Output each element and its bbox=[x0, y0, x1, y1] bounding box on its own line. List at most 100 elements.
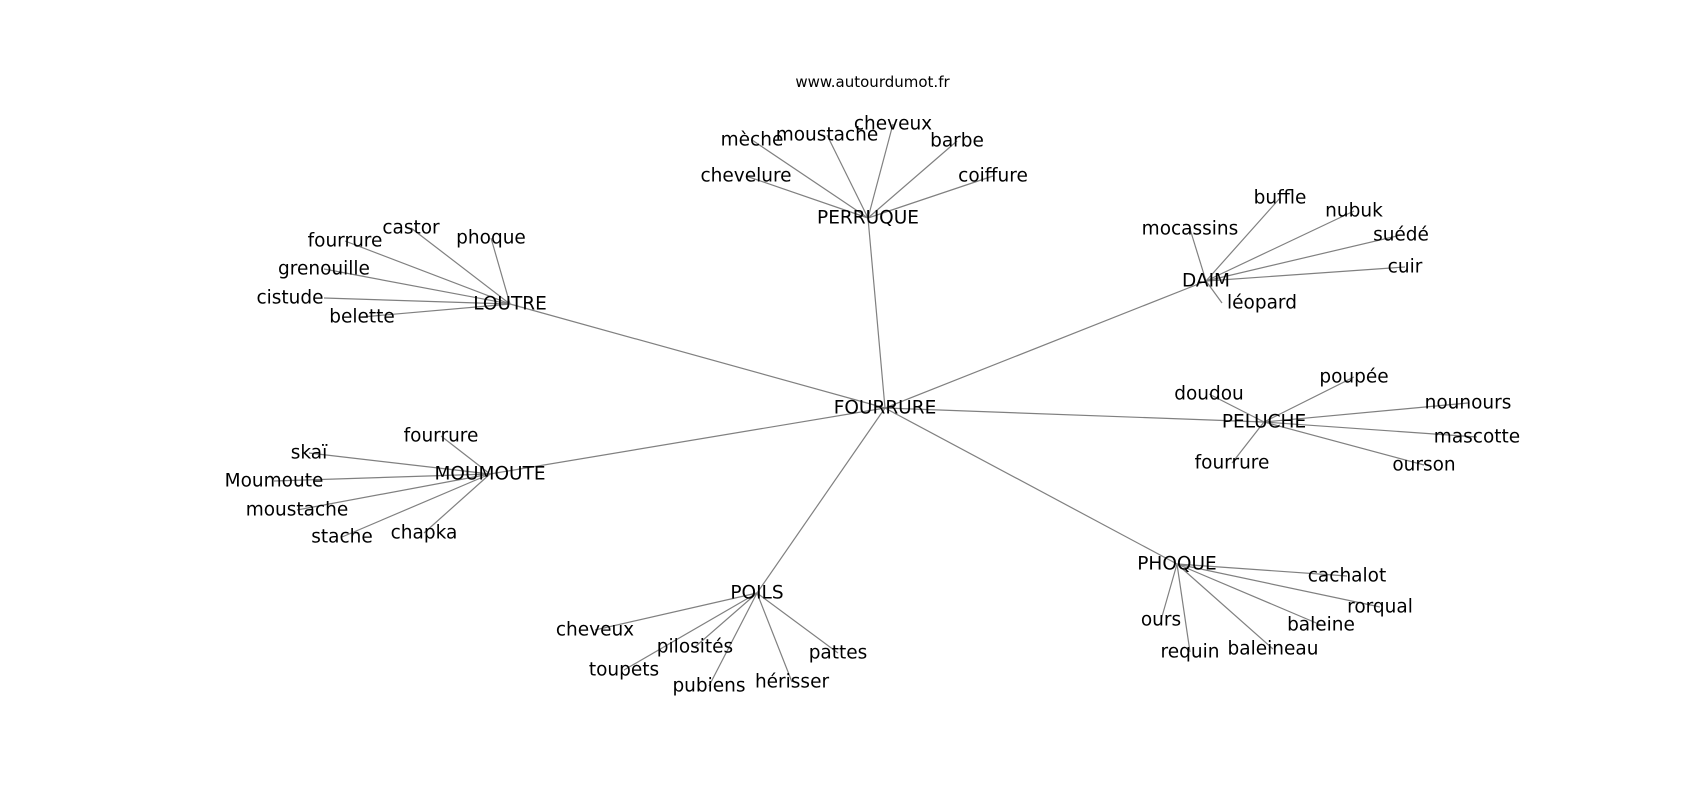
edge-daim-word-1 bbox=[1205, 210, 1355, 282]
edge-moumoute-word-0 bbox=[440, 435, 491, 475]
word-node-label: mascotte bbox=[1434, 427, 1520, 448]
word-node-label: cheveux bbox=[854, 114, 932, 135]
edge-loutre-word-4 bbox=[323, 297, 511, 305]
edge-phoque-word-4 bbox=[1176, 563, 1274, 650]
edge-perruque-word-4 bbox=[745, 175, 869, 219]
word-node-label: fourrure bbox=[1195, 453, 1270, 474]
edge-poils-word-0 bbox=[594, 592, 758, 631]
edge-loutre-word-3 bbox=[323, 268, 511, 305]
word-node-label: baleineau bbox=[1228, 639, 1319, 660]
edge-center-poils bbox=[756, 407, 886, 594]
word-node-label: stache bbox=[311, 527, 373, 548]
edge-peluche-word-5 bbox=[1263, 421, 1425, 466]
edge-daim-word-0 bbox=[1205, 197, 1281, 282]
word-node-label: nounours bbox=[1425, 393, 1512, 414]
word-node-label: rorqual bbox=[1347, 597, 1413, 618]
edge-daim-word-3 bbox=[1205, 234, 1402, 282]
edge-poils-word-4 bbox=[708, 592, 758, 687]
edge-poils-word-1 bbox=[694, 592, 758, 648]
edge-perruque-word-3 bbox=[867, 140, 958, 219]
word-node-label: fourrure bbox=[404, 426, 479, 447]
edge-phoque-word-2 bbox=[1160, 563, 1178, 621]
word-node-label: barbe bbox=[930, 131, 984, 152]
edge-peluche-word-1 bbox=[1208, 393, 1265, 423]
edge-phoque-word-0 bbox=[1176, 563, 1348, 577]
graph-labels: FOURRUREPERRUQUEmèchemoustachecheveuxbar… bbox=[225, 114, 1521, 697]
edge-peluche-word-2 bbox=[1263, 402, 1469, 423]
word-node-label: chapka bbox=[391, 523, 458, 544]
word-node-label: requin bbox=[1161, 642, 1220, 663]
edge-center-loutre bbox=[509, 303, 886, 409]
hub-node-label: POILS bbox=[730, 583, 783, 604]
word-node-label: fourrure bbox=[308, 231, 383, 252]
center-node-label: FOURRURE bbox=[834, 398, 937, 419]
hub-node-label: DAIM bbox=[1182, 271, 1230, 292]
edge-peluche-word-4 bbox=[1231, 421, 1265, 464]
word-node-label: grenouille bbox=[278, 259, 370, 280]
edge-peluche-word-3 bbox=[1263, 421, 1478, 438]
edge-center-daim bbox=[884, 280, 1207, 409]
word-node-label: cistude bbox=[256, 288, 323, 309]
hub-node-label: MOUMOUTE bbox=[434, 464, 545, 485]
word-node-label: cachalot bbox=[1308, 566, 1386, 587]
word-node-label: doudou bbox=[1174, 384, 1244, 405]
edge-peluche-word-0 bbox=[1263, 376, 1355, 423]
edge-moumoute-word-2 bbox=[273, 473, 491, 482]
edge-perruque-word-2 bbox=[867, 123, 894, 219]
graph-edges bbox=[273, 123, 1478, 687]
hub-node-label: PELUCHE bbox=[1222, 412, 1306, 433]
edge-loutre-word-0 bbox=[410, 227, 511, 305]
edge-phoque-word-3 bbox=[1176, 563, 1322, 626]
word-node-label: pubiens bbox=[672, 676, 745, 697]
site-url: www.autourdumot.fr bbox=[795, 73, 950, 91]
edge-loutre-word-1 bbox=[490, 237, 511, 305]
edge-loutre-word-5 bbox=[361, 303, 511, 318]
word-node-label: moustache bbox=[776, 125, 879, 146]
word-node-label: poupée bbox=[1319, 367, 1388, 388]
word-node-label: phoque bbox=[456, 228, 526, 249]
word-node-label: baleine bbox=[1287, 615, 1355, 636]
word-node-label: castor bbox=[382, 218, 440, 239]
hub-node-label: PERRUQUE bbox=[817, 208, 919, 229]
edge-phoque-word-5 bbox=[1176, 563, 1191, 653]
word-node-label: mocassins bbox=[1142, 219, 1239, 240]
edge-poils-word-5 bbox=[756, 592, 793, 683]
edge-perruque-word-0 bbox=[751, 139, 869, 219]
word-node-label: buffle bbox=[1254, 188, 1307, 209]
edge-phoque-word-1 bbox=[1176, 563, 1381, 608]
word-node-label: toupets bbox=[589, 660, 659, 681]
word-node-label: belette bbox=[329, 307, 395, 328]
word-node-label: Moumoute bbox=[225, 471, 324, 492]
word-node-label: mèche bbox=[721, 130, 784, 151]
word-node-label: skaï bbox=[291, 443, 328, 464]
word-node-label: léopard bbox=[1227, 293, 1297, 314]
edge-perruque-word-1 bbox=[826, 134, 869, 219]
edge-moumoute-word-4 bbox=[341, 473, 491, 538]
word-node-label: coiffure bbox=[958, 166, 1028, 187]
edge-center-phoque bbox=[884, 407, 1178, 565]
hub-node-label: PHOQUE bbox=[1137, 554, 1216, 575]
edge-center-peluche bbox=[884, 407, 1265, 423]
word-node-label: pilosités bbox=[657, 637, 733, 658]
word-node-label: hérisser bbox=[755, 672, 830, 693]
word-node-label: moustache bbox=[246, 500, 349, 521]
word-node-label: nubuk bbox=[1325, 201, 1383, 222]
word-node-label: cheveux bbox=[556, 620, 634, 641]
edge-poils-word-3 bbox=[623, 592, 758, 671]
word-node-label: cuir bbox=[1388, 257, 1423, 278]
edge-poils-word-2 bbox=[756, 592, 839, 654]
word-node-label: ourson bbox=[1392, 455, 1455, 476]
word-node-label: chevelure bbox=[700, 166, 791, 187]
edge-moumoute-word-3 bbox=[296, 473, 491, 511]
edge-daim-word-4 bbox=[1205, 266, 1406, 282]
edge-moumoute-word-1 bbox=[308, 452, 491, 475]
hub-node-label: LOUTRE bbox=[473, 294, 547, 315]
word-node-label: pattes bbox=[809, 643, 868, 664]
edge-perruque-word-5 bbox=[867, 175, 994, 219]
edge-loutre-word-2 bbox=[344, 240, 511, 305]
edge-center-moumoute bbox=[489, 407, 886, 475]
edge-daim-word-5 bbox=[1205, 280, 1223, 304]
edge-moumoute-word-5 bbox=[423, 473, 491, 534]
word-node-label: ours bbox=[1141, 610, 1181, 631]
